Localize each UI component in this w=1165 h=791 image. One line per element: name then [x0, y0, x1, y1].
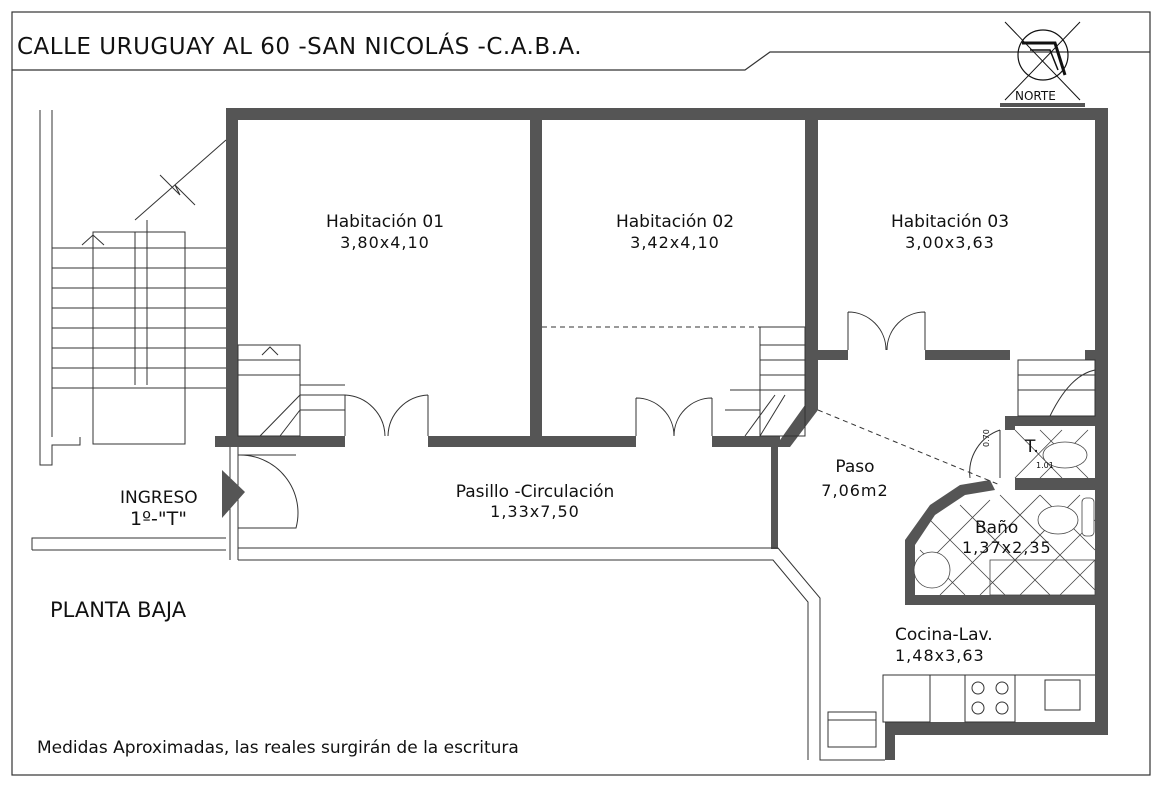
unit-stairs: [237, 326, 1096, 437]
room-dims: 3,80x4,10: [340, 233, 430, 252]
bathroom-tiles: [913, 429, 1096, 596]
room-name: Cocina-Lav.: [895, 625, 993, 645]
frame: [11, 11, 1151, 776]
room-dims: 1,48x3,63: [895, 646, 985, 665]
room-name: Habitación 01: [325, 212, 445, 232]
footnote: Medidas Aproximadas, las reales surgirán…: [37, 738, 519, 758]
page-title: CALLE URUGUAY AL 60 -SAN NICOLÁS -C.A.B.…: [17, 34, 583, 60]
room-name: Habitación 02: [615, 212, 735, 232]
entrance-label: INGRESO: [120, 488, 198, 508]
room-name: Baño: [975, 518, 1019, 538]
unit-label: 1º-"T": [130, 508, 187, 530]
room-dims: 7,06m2: [821, 481, 889, 500]
common-stairs: [31, 110, 227, 551]
room-name: Pasillo -Circulación: [455, 482, 615, 502]
room-name: Paso: [835, 457, 875, 477]
room-dims: 3,00x3,63: [905, 233, 995, 252]
north-arrow-icon: [1000, 21, 1085, 107]
kitchen-fixtures: [827, 674, 1095, 748]
room-name: T.: [1025, 437, 1039, 457]
room-dims: 1,37x2,35: [962, 538, 1052, 557]
walls: [215, 108, 1108, 760]
room-dims: 1,33x7,50: [490, 502, 580, 521]
room-dims: 3,42x4,10: [630, 233, 720, 252]
floor-label: PLANTA BAJA: [50, 598, 187, 622]
room-name: Habitación 03: [890, 212, 1010, 232]
doors: [237, 311, 1001, 529]
room-dims: 1.01: [1036, 461, 1054, 470]
north-label: NORTE: [1015, 89, 1056, 103]
door-width: 0.70: [982, 429, 991, 447]
entrance-arrow-icon: [222, 470, 245, 518]
